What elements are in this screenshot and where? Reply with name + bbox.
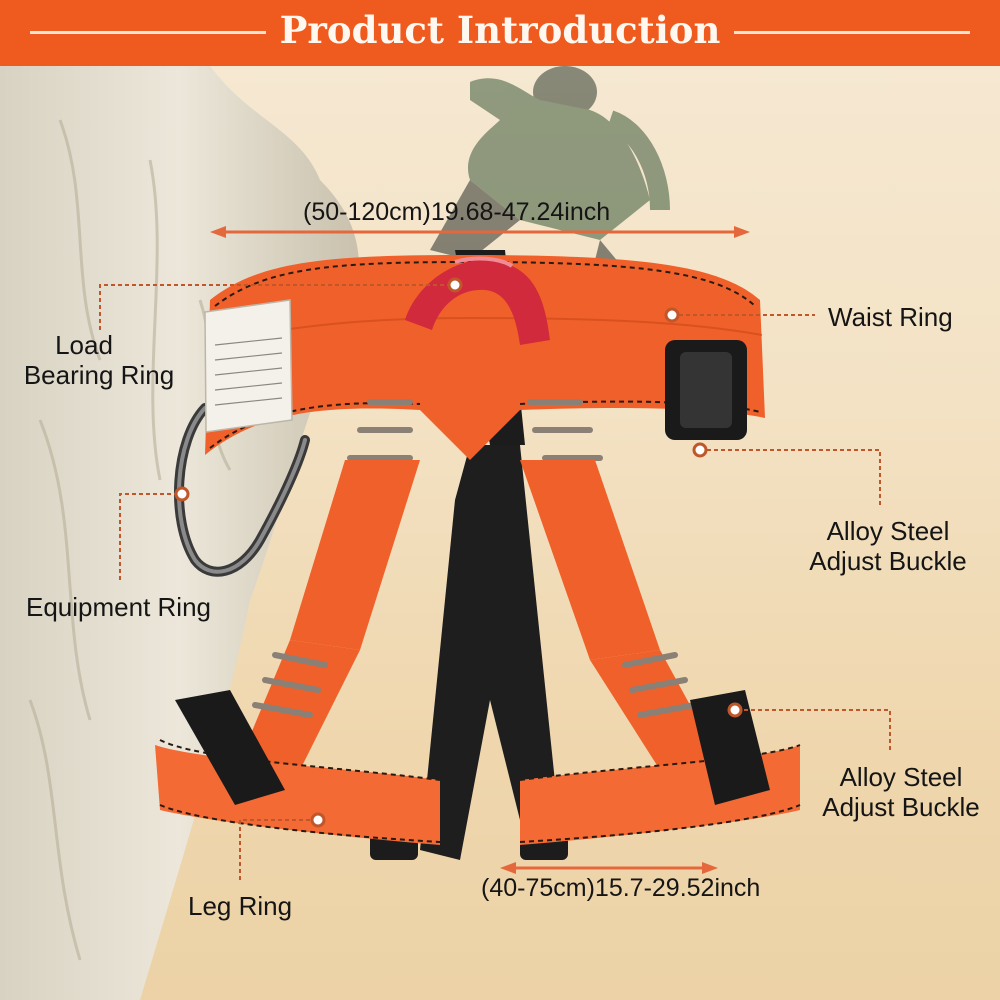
equipment-ring-label: Equipment Ring: [26, 592, 211, 622]
waist-ring-label: Waist Ring: [828, 302, 953, 332]
center-strap: [420, 445, 560, 860]
header-band: Product Introduction: [0, 0, 1000, 66]
load-bearing-ring: [405, 259, 550, 345]
belt-label-patch: [204, 299, 293, 433]
callout-dots: [174, 277, 743, 828]
leg-dimension: (40-75cm)15.7-29.52inch: [481, 874, 761, 902]
leg-ring-label: Leg Ring: [188, 891, 293, 921]
waist-dimension: (50-120cm)19.68-47.24inch: [303, 198, 611, 226]
upper-buckle-label: Alloy Steel Adjust Buckle: [809, 516, 967, 576]
dimension-arrows: [210, 226, 750, 874]
left-leg-buckle: [175, 690, 285, 805]
lower-buckle-label: Alloy Steel Adjust Buckle: [822, 762, 980, 822]
load-bearing-ring-label: Load Bearing Ring: [23, 330, 175, 390]
header-rule-left: [30, 31, 280, 34]
page-title: Product Introduction: [265, 8, 735, 52]
waist-belt: [205, 255, 765, 460]
callout-leaders: [99, 284, 891, 880]
header-rule-right: [720, 31, 970, 34]
right-leg-buckle: [690, 690, 770, 805]
